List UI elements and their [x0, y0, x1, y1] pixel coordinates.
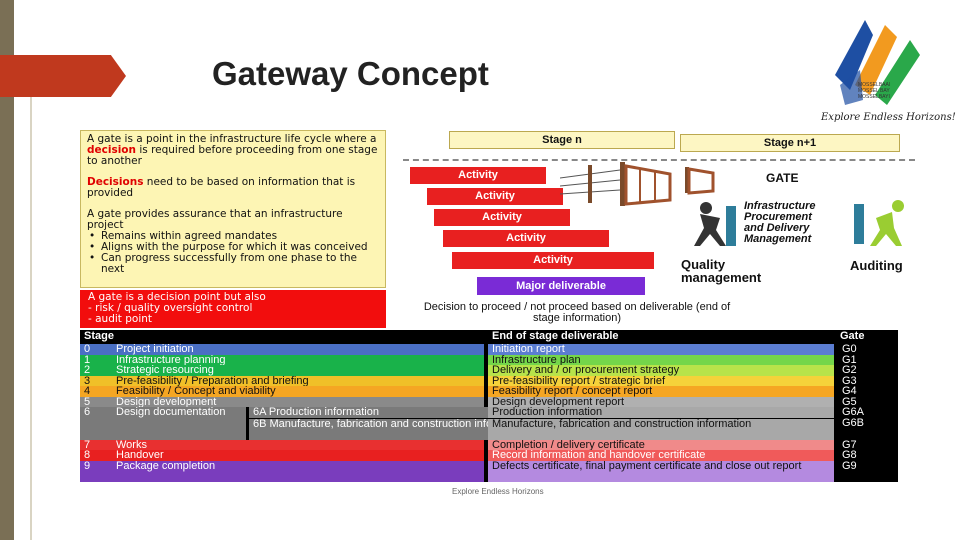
stage-name: Feasibility / Concept and viability — [112, 386, 484, 397]
stage-name: Handover — [112, 450, 484, 461]
stage-deliverable: Defects certificate, final payment certi… — [488, 460, 834, 482]
page-title: Gateway Concept — [212, 55, 489, 92]
stage-sub-name: 6B Manufacture, fabrication and construc… — [248, 418, 562, 440]
list-item: Remains within agreed mandates — [87, 231, 379, 243]
decisions-paragraph: Decisions need to be based on informatio… — [87, 176, 356, 199]
pushing-figure-icon — [694, 202, 736, 246]
stage-name: Works — [112, 439, 484, 450]
stage-deliverable: Feasibility report / concept report — [488, 386, 834, 397]
mossel-bay-logo — [835, 20, 920, 105]
stage-sub-name: 6A Production information — [248, 407, 562, 418]
gate-definition-paragraph: A gate is a point in the infrastructure … — [87, 133, 378, 167]
stage-name: Infrastructure planning — [112, 354, 484, 365]
stage-gate: G2 — [838, 365, 898, 376]
stage-name: Strategic resourcing — [112, 365, 484, 376]
stage-gate: G6A — [838, 407, 898, 418]
footer-tagline: Explore Endless Horizons — [452, 487, 544, 496]
left-guide-line — [30, 90, 32, 540]
stage-number: 3 — [80, 375, 112, 386]
activity-bar: Activity — [427, 188, 563, 205]
stage-gate: G4 — [838, 386, 898, 397]
stage-number: 6 — [80, 407, 112, 440]
stage-number: 4 — [80, 386, 112, 397]
stage-number: 2 — [80, 365, 112, 376]
stage-number: 1 — [80, 354, 112, 365]
stage-name: Project initiation — [112, 344, 484, 355]
stage-number: 5 — [80, 396, 112, 407]
assurance-list: Remains within agreed mandates Aligns wi… — [87, 231, 379, 275]
gate-definition-box: A gate is a point in the infrastructure … — [80, 130, 386, 288]
stage-deliverable: Delivery and / or procurement strategy — [488, 365, 834, 376]
decision-point-line: A gate is a decision point but also — [88, 291, 266, 303]
logo-tagline: Explore Endless Horizons! — [821, 112, 956, 123]
stage-n1-label: Stage n+1 — [680, 134, 900, 152]
stage-gate: G8 — [838, 450, 898, 461]
stage-deliverable: Completion / delivery certificate — [488, 439, 834, 450]
open-gate-icon — [685, 167, 715, 195]
timeline-dashed-line — [403, 159, 915, 161]
stage-number: 8 — [80, 450, 112, 461]
stage-deliverable: Production information — [488, 407, 834, 418]
title-arrow-tab — [0, 55, 126, 97]
stage-deliverable: Initiation report — [488, 344, 834, 355]
table-header-stage: Stage — [84, 330, 114, 342]
stage-name: Design documentation — [112, 407, 246, 440]
table-header-gate: Gate — [840, 330, 865, 342]
stage-name: Design development — [112, 396, 484, 407]
major-deliverable-bar: Major deliverable — [477, 277, 645, 295]
activity-bar: Activity — [443, 230, 609, 247]
stage-name: Package completion — [112, 460, 484, 482]
left-accent-bar — [0, 0, 14, 540]
stage-number: 0 — [80, 344, 112, 355]
stage-deliverable: Manufacture, fabrication and constructio… — [488, 418, 834, 440]
stage-deliverable: Infrastructure plan — [488, 354, 834, 365]
stage-number: 9 — [80, 460, 112, 482]
activity-bar: Activity — [410, 167, 546, 184]
list-item: Can progress successfully from one phase… — [87, 253, 379, 275]
decision-caption: Decision to proceed / not proceed based … — [423, 301, 731, 324]
gate-label: GATE — [766, 171, 799, 185]
stage-deliverable: Record information and handover certific… — [488, 450, 834, 461]
decision-point-line: - risk / quality oversight control — [88, 302, 253, 314]
stage-gate: G3 — [838, 375, 898, 386]
stage-gate: G6B — [838, 418, 898, 429]
stage-number: 7 — [80, 439, 112, 450]
stage-gate: G1 — [838, 354, 898, 365]
activity-bar: Activity — [434, 209, 570, 226]
list-item: Aligns with the purpose for which it was… — [87, 242, 379, 254]
stage-gate: G0 — [838, 344, 898, 355]
table-header-deliverable: End of stage deliverable — [492, 330, 619, 342]
stage-deliverable: Design development report — [488, 396, 834, 407]
stage-n-label: Stage n — [449, 131, 675, 149]
decision-point-line: - audit point — [88, 313, 153, 325]
auditing-label: Auditing — [850, 258, 903, 273]
stage-deliverable: Pre-feasibility report / strategic brief — [488, 375, 834, 386]
pulling-figure-icon — [854, 200, 904, 246]
activity-bar: Activity — [452, 252, 654, 269]
decision-point-box: A gate is a decision point but also - ri… — [80, 290, 386, 328]
stage-gate: G7 — [838, 439, 898, 450]
stage-gate: G5 — [838, 396, 898, 407]
stage-name: Pre-feasibility / Preparation and briefi… — [112, 375, 484, 386]
assurance-paragraph: A gate provides assurance that an infras… — [87, 208, 343, 231]
gate-fence-icon — [560, 162, 672, 206]
stage-gate: G9 — [838, 460, 898, 482]
